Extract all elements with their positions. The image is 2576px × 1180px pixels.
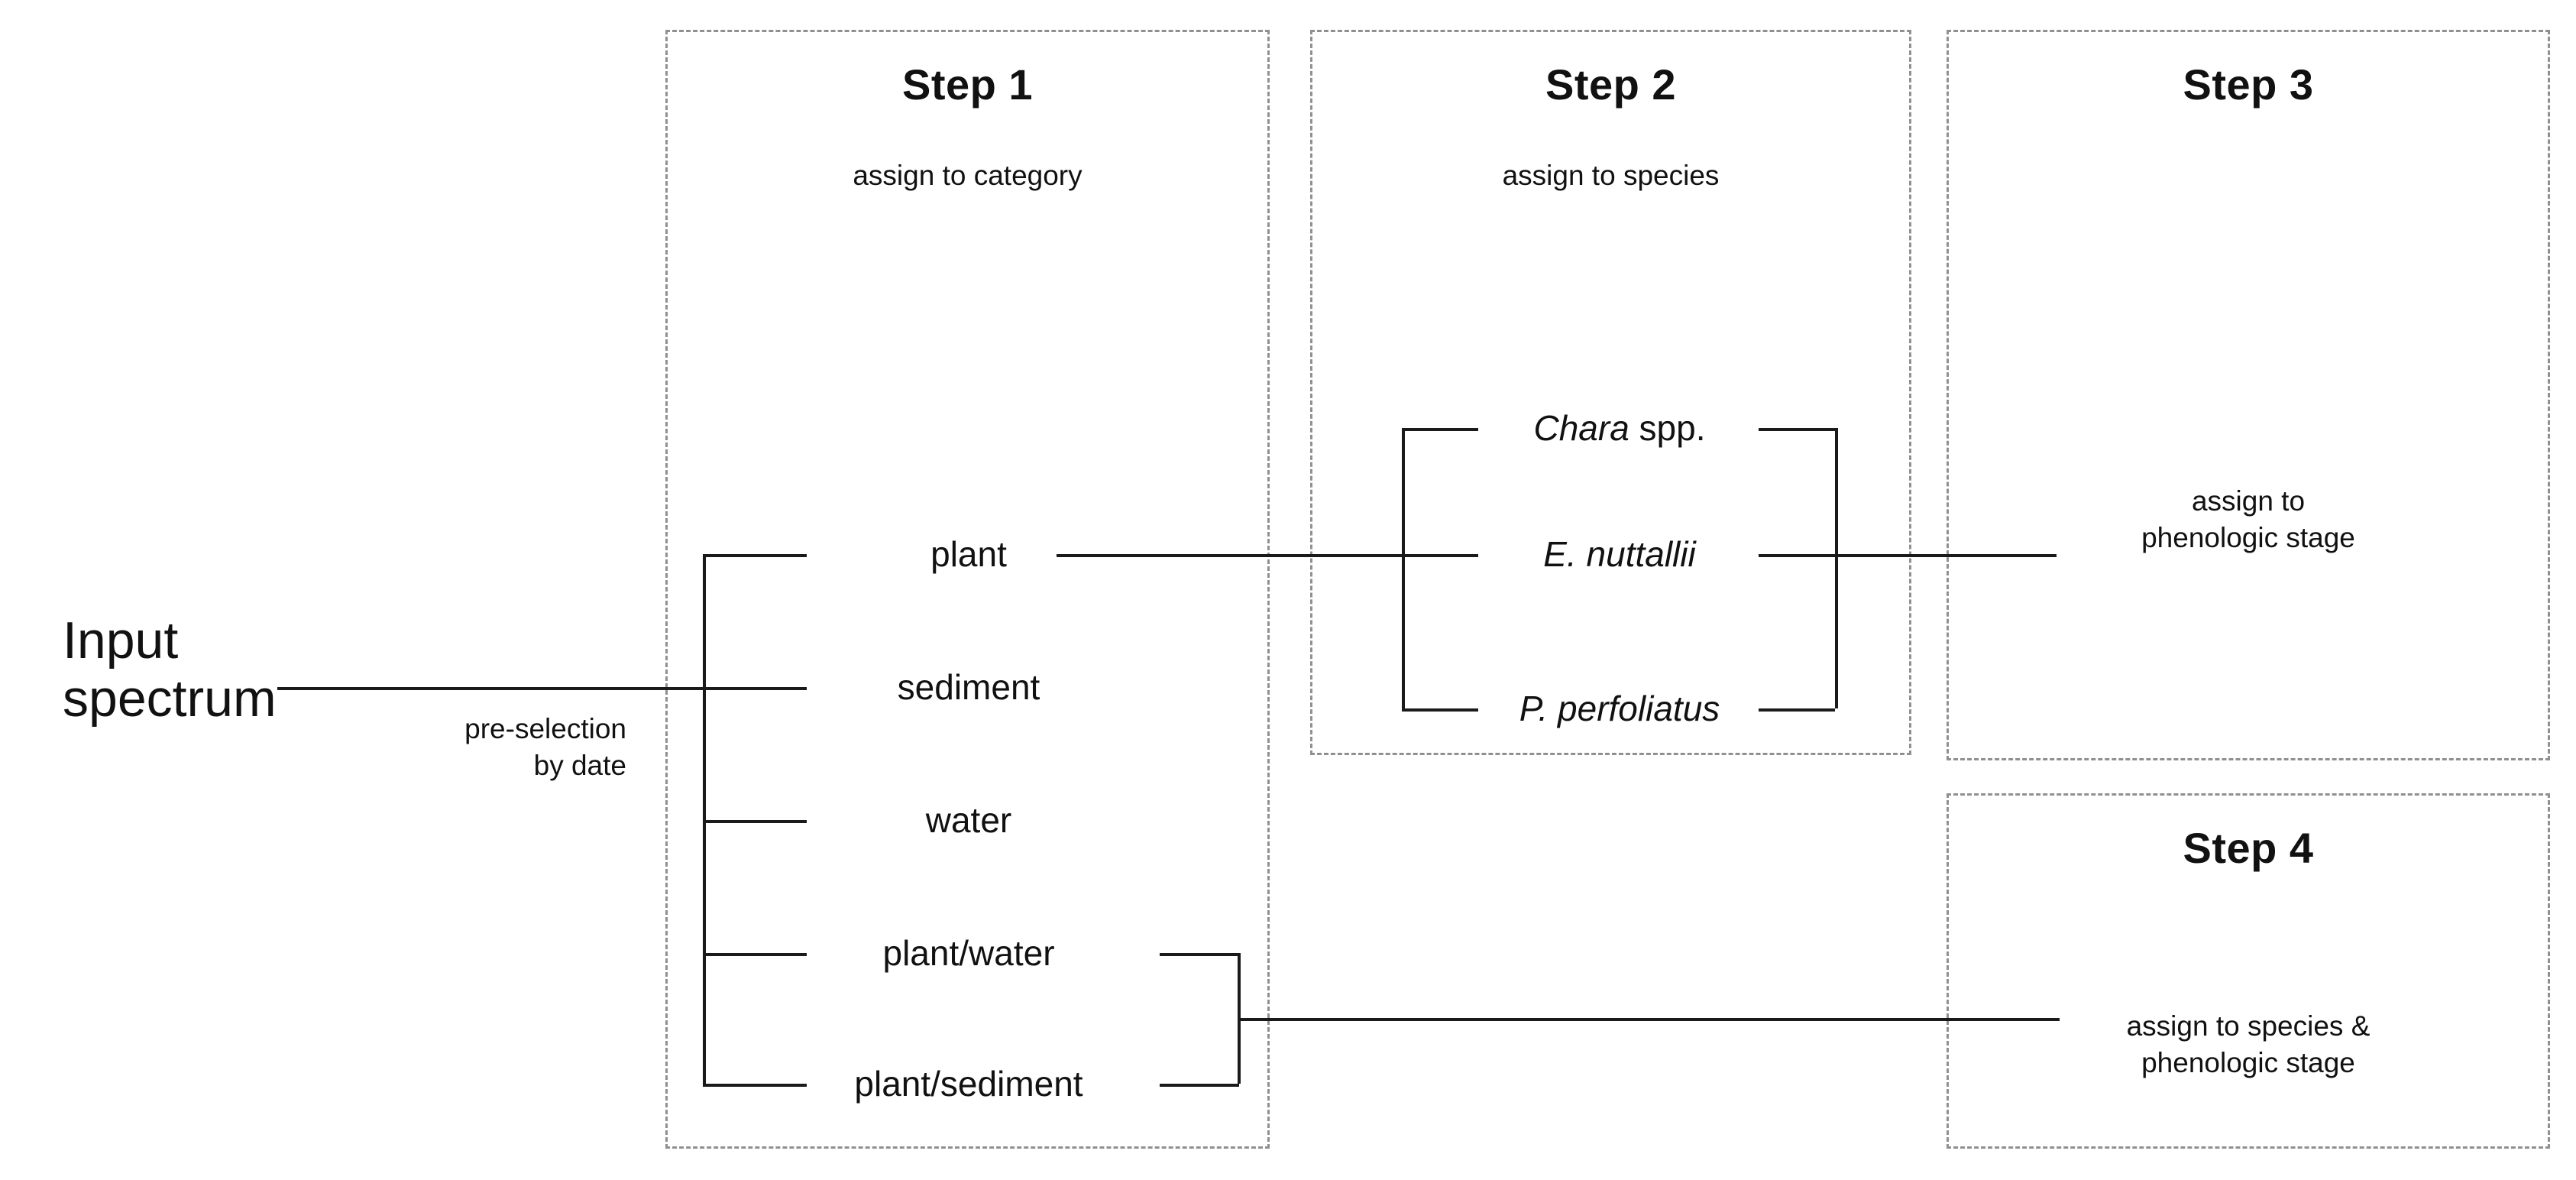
category-tick-plant-water: [703, 953, 807, 956]
mixed-bracket-tick-plant-sediment: [1160, 1084, 1239, 1087]
category-label-sediment: sediment: [897, 667, 1040, 707]
step-4-subtitle-line-1: assign to species &: [2126, 1010, 2371, 1042]
pre-selection-line-2: by date: [533, 750, 626, 782]
step-3-title: Step 3: [2183, 60, 2314, 109]
mixed-bracket-tick-plant-water: [1160, 953, 1239, 956]
step-4-panel: Step 4 assign to species & phenologic st…: [1947, 793, 2550, 1149]
species-genus-chara: Chara: [1533, 408, 1629, 448]
category-label-plant-sediment: plant/sediment: [854, 1064, 1083, 1104]
species-genus-p-perfoliatus: P. perfoliatus: [1519, 689, 1720, 728]
species-left-tick-chara: [1402, 428, 1478, 431]
species-genus-e-nuttallii: E. nuttallii: [1543, 534, 1696, 574]
category-tick-water: [703, 820, 807, 823]
species-right-tick-pperfoliatus: [1759, 708, 1835, 712]
step-3-subtitle-line-2: phenologic stage: [2141, 522, 2355, 553]
step-4-subtitle-line-2: phenologic stage: [2141, 1047, 2355, 1078]
category-tick-plant: [703, 554, 807, 557]
input-connector-line: [277, 687, 703, 690]
input-spectrum-line-2: spectrum: [63, 669, 277, 728]
step-2-subtitle: assign to species: [1502, 160, 1720, 191]
species-left-tick-enuttallii: [1402, 554, 1478, 557]
category-tick-plant-sediment: [703, 1084, 807, 1087]
category-tick-sediment: [703, 687, 807, 690]
step-1-title: Step 1: [901, 60, 1034, 109]
step-3-panel: Step 3 assign to phenologic stage: [1947, 30, 2550, 760]
species-label-p-perfoliatus: P. perfoliatus: [1519, 691, 1720, 726]
input-spectrum-label: Input spectrum: [63, 611, 277, 728]
step-1-panel: Step 1 assign to category: [665, 30, 1270, 1149]
species-right-tick-enuttallii: [1759, 554, 1835, 557]
species-label-e-nuttallii: E. nuttallii: [1543, 537, 1695, 572]
species-label-chara: Chara spp.: [1533, 410, 1705, 446]
category-label-plant-water: plant/water: [882, 933, 1055, 973]
species-left-tick-pperfoliatus: [1402, 708, 1478, 712]
step-3-subtitle-line-1: assign to: [2191, 485, 2306, 517]
input-spectrum-line-1: Input: [63, 611, 179, 669]
species-to-step3-connector: [1835, 554, 2057, 557]
species-bracket-right-spine: [1835, 428, 1838, 708]
species-right-tick-chara: [1759, 428, 1835, 431]
species-rest-chara: spp.: [1629, 408, 1706, 448]
plant-to-species-connector: [1057, 554, 1402, 557]
mixed-to-step4-connector: [1238, 1018, 2060, 1021]
category-bracket-spine: [703, 554, 706, 1084]
pre-selection-line-1: pre-selection: [464, 713, 626, 744]
pre-selection-note: pre-selection by date: [336, 711, 626, 784]
step-2-panel: Step 2 assign to species: [1310, 30, 1911, 755]
category-label-water: water: [925, 800, 1012, 840]
step-4-title: Step 4: [2183, 824, 2314, 872]
category-label-plant: plant: [930, 534, 1007, 574]
step-1-subtitle: assign to category: [853, 160, 1083, 191]
step-2-title: Step 2: [1545, 60, 1677, 109]
species-bracket-left-spine: [1402, 428, 1405, 708]
